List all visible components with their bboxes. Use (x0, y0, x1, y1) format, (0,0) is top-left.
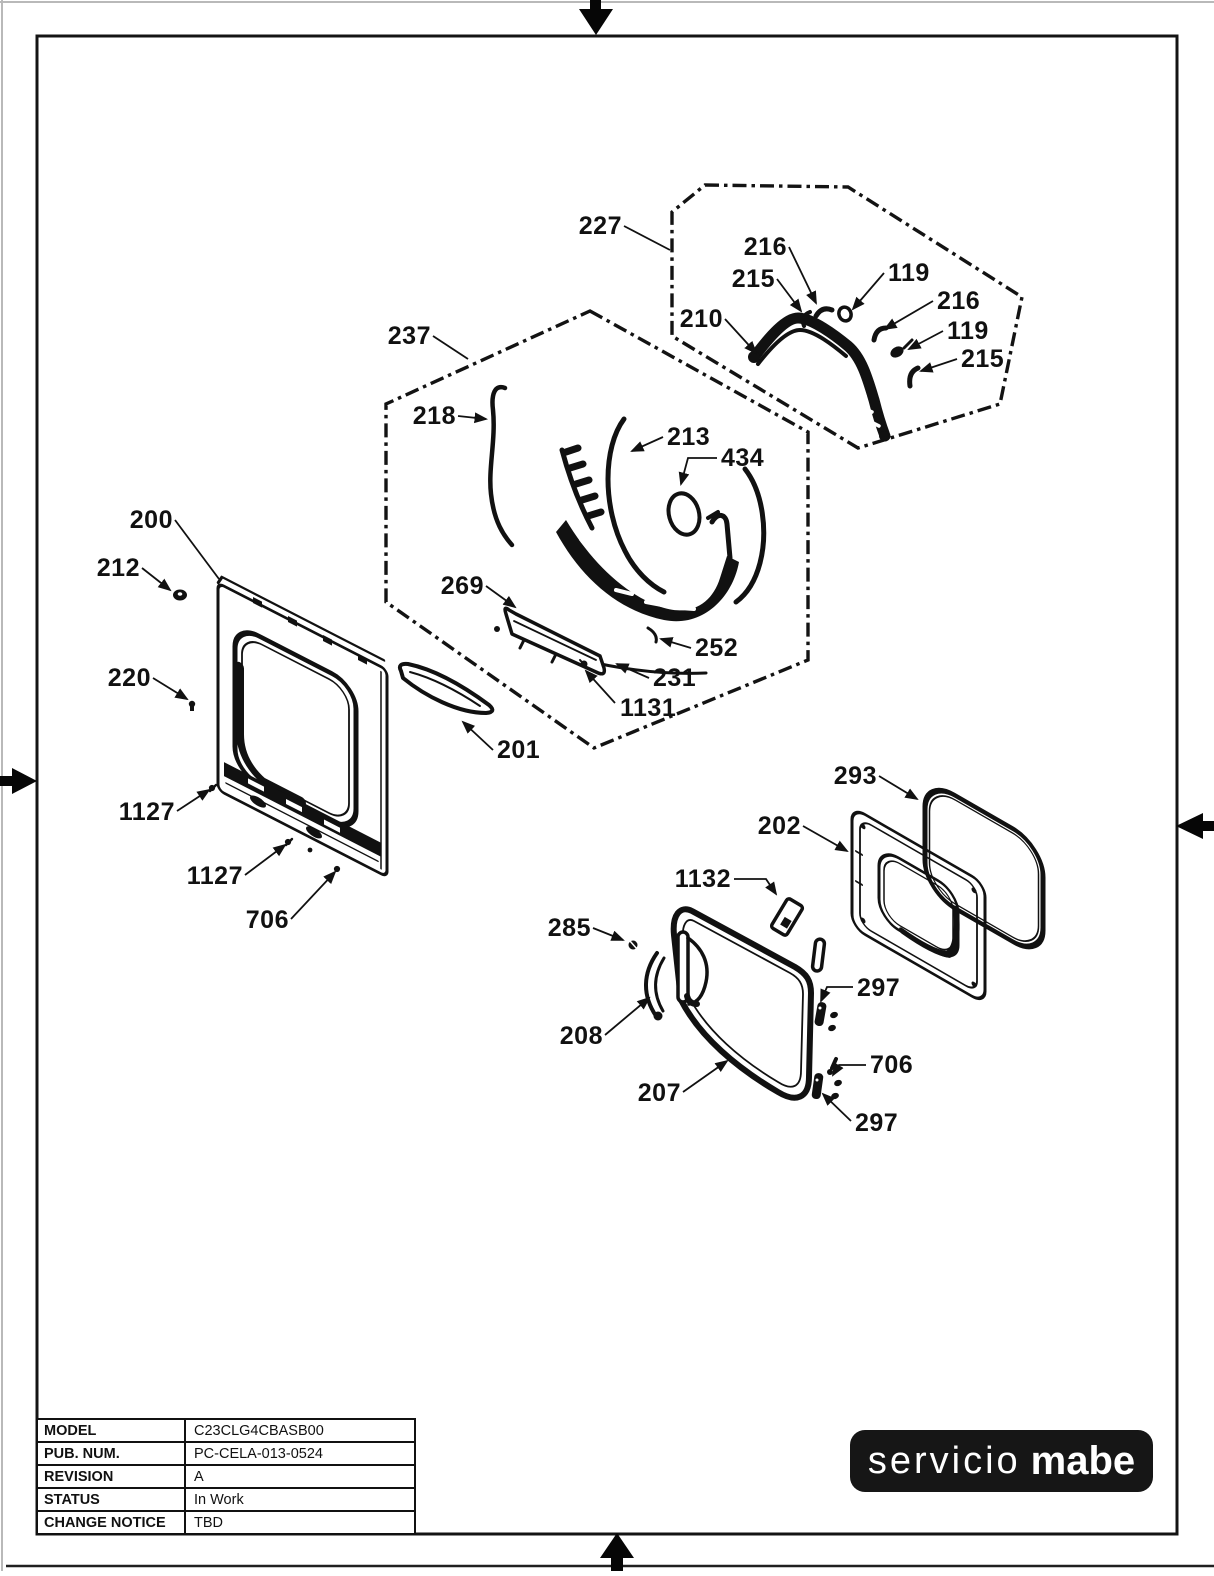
assembly-boundaries (384, 183, 1024, 750)
part-label-434: 434 (721, 444, 764, 472)
part-label-218: 218 (413, 402, 456, 430)
table-row-value: C23CLG4CBASB00 (194, 1422, 324, 1439)
table-row-label: STATUS (38, 1489, 186, 1510)
part-label-1127a: 1127 (119, 798, 175, 826)
bottom-center-arrow (600, 1533, 634, 1571)
part-label-216a: 216 (744, 233, 787, 261)
part-hinge-297-top (814, 1002, 838, 1032)
part-label-212: 212 (97, 554, 140, 582)
table-row-value: PC-CELA-013-0524 (194, 1445, 323, 1462)
table-row-pub-num: PUB. NUM. PC-CELA-013-0524 (38, 1443, 414, 1466)
part-label-119a: 119 (888, 259, 930, 287)
logo-mabe-text: mabe (1030, 1438, 1136, 1483)
part-grommet-212 (173, 589, 187, 601)
table-row-status: STATUS In Work (38, 1489, 414, 1512)
part-tray-269 (494, 606, 607, 676)
part-label-297a: 297 (857, 974, 900, 1002)
part-label-297b: 297 (855, 1109, 898, 1137)
part-door-207 (670, 906, 814, 1101)
table-row-label: CHANGE NOTICE (38, 1512, 186, 1533)
table-row-label: REVISION (38, 1466, 186, 1487)
part-harness-assembly (556, 444, 739, 644)
boundary-237 (384, 309, 810, 750)
part-label-231: 231 (653, 664, 696, 692)
part-screw-1131 (579, 659, 589, 670)
table-row-model: MODEL C23CLG4CBASB00 (38, 1420, 414, 1443)
servicio-mabe-logo: servicio mabe (850, 1430, 1153, 1492)
left-center-arrow (0, 768, 37, 794)
part-number-labels: 227 216 215 119 216 119 215 210 237 218 … (97, 212, 1004, 1137)
part-bracket-210 (748, 312, 891, 442)
part-label-202: 202 (758, 812, 801, 840)
top-center-arrow (579, 0, 613, 35)
part-label-285: 285 (548, 914, 591, 942)
table-row-value: In Work (194, 1491, 244, 1508)
part-label-237: 237 (388, 322, 431, 350)
part-wire-218 (488, 384, 515, 548)
part-label-227: 227 (579, 212, 622, 240)
part-label-215b: 215 (961, 345, 1004, 373)
part-screw-1127-b (284, 837, 294, 847)
part-label-252: 252 (695, 634, 738, 662)
part-label-269: 269 (441, 572, 484, 600)
table-row-value: A (194, 1468, 204, 1485)
part-screw-1127-a (208, 783, 218, 793)
table-row-label: PUB. NUM. (38, 1443, 186, 1464)
part-front-panel-200 (216, 575, 389, 877)
part-label-706b: 706 (870, 1051, 913, 1079)
part-label-1131: 1131 (620, 694, 676, 722)
part-label-706a: 706 (246, 906, 289, 934)
part-latch-plate-1132 (769, 897, 805, 937)
part-clip-216-a (813, 306, 835, 319)
part-label-200: 200 (130, 506, 173, 534)
part-strike-pill (810, 937, 827, 973)
part-screw-285 (628, 940, 638, 950)
part-label-293: 293 (834, 762, 877, 790)
part-screw-220 (188, 700, 196, 711)
part-label-1127b: 1127 (187, 862, 243, 890)
table-row-change-notice: CHANGE NOTICE TBD (38, 1512, 414, 1533)
part-label-216b: 216 (937, 287, 980, 315)
part-label-1132: 1132 (675, 865, 731, 893)
part-clip-119-b (890, 338, 914, 358)
table-row-value: TBD (194, 1514, 223, 1531)
boundary-227 (670, 183, 1024, 450)
part-ring-119-a (837, 305, 853, 323)
part-hinge-297-bottom (811, 1073, 824, 1100)
part-clip-215-b (907, 365, 921, 389)
part-handle-trim-208 (644, 951, 666, 1021)
part-label-220: 220 (108, 664, 151, 692)
table-row-revision: REVISION A (38, 1466, 414, 1489)
part-screw-dot (307, 847, 313, 853)
part-clip-215-a (800, 310, 812, 328)
table-row-label: MODEL (38, 1420, 186, 1441)
part-label-215a: 215 (732, 265, 775, 293)
part-screw-706-a (333, 865, 341, 873)
leader-lines (141, 225, 958, 1122)
part-label-207: 207 (638, 1079, 681, 1107)
part-ring-434 (666, 491, 702, 537)
part-label-210: 210 (680, 305, 723, 333)
part-trim-201 (397, 661, 495, 715)
part-hose-213 (605, 416, 767, 605)
logo-servicio-text: servicio (867, 1439, 1021, 1482)
part-label-119b: 119 (947, 317, 989, 345)
part-clip-216-b (871, 325, 889, 343)
document-info-table: MODEL C23CLG4CBASB00 PUB. NUM. PC-CELA-0… (36, 1418, 416, 1535)
part-label-208: 208 (560, 1022, 603, 1050)
right-center-arrow (1176, 813, 1214, 839)
part-label-201: 201 (497, 736, 540, 764)
part-label-213: 213 (667, 423, 710, 451)
